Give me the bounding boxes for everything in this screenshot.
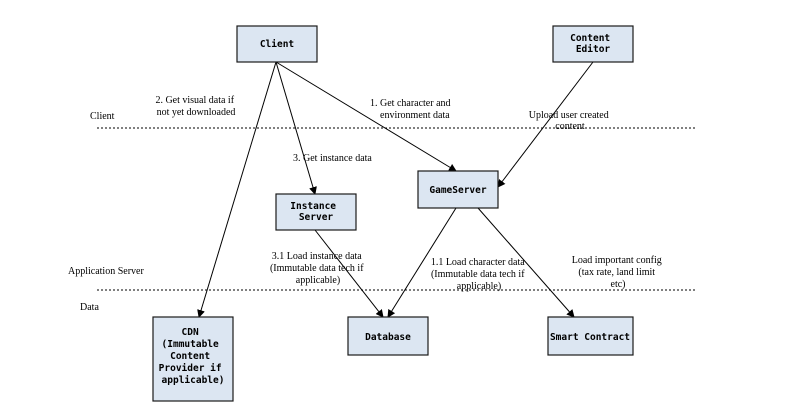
node-cdn-label-line: applicable) [162,375,225,386]
svg-text:Client: Client [260,39,294,50]
edge-game-server-to-database [387,207,457,318]
svg-text:GameServer: GameServer [429,185,486,196]
node-smart-contract-label: Smart Contract [550,332,630,343]
svg-text:Instance Server: Instance Server [290,201,342,223]
edge-label-line: Upload user created [529,110,609,121]
edge-label-get-character-data: 1. Get character and environment data [370,98,453,121]
node-instance-server: Instance Server [275,193,357,231]
zone-label-client: Client [90,111,115,122]
edge-label-line: 2. Get visual data if [155,95,234,106]
node-cdn-label-line: Provider if [159,363,222,374]
edge-label-line: content [555,121,585,132]
edge-label-line: Load important config [572,255,662,266]
edge-label-get-instance-data: 3. Get instance data [293,153,372,164]
edge-label-line: (tax rate, land limit [578,267,655,278]
node-database-label: Database [365,332,411,343]
node-cdn-label-line: Content [170,351,210,362]
node-smart-contract: Smart Contract [547,316,634,356]
edge-label-line: applicable) [296,275,340,286]
node-content-editor: Content Editor [552,25,634,63]
node-client: Client [236,25,318,63]
svg-text:Smart Contract: Smart Contract [550,332,630,343]
edge-label-line: environment data [380,110,450,121]
edge-label-load-character-data: 1.1 Load character data (Immutable data … [431,257,527,292]
node-content-editor-label-line: Content [570,33,610,44]
node-client-label: Client [260,39,294,50]
zone-label-data: Data [80,302,99,313]
node-instance-server-label-line: Instance [290,201,336,212]
edge-client-to-cdn [197,61,277,318]
zone-label-application-server: Application Server [68,266,144,277]
node-content-editor-label-line: Editor [576,44,611,55]
edge-label-line: 3. Get instance data [293,153,372,164]
edge-label-line: not yet downloaded [157,107,236,118]
node-game-server: GameServer [417,170,499,209]
node-cdn: CDN (Immutable Content Provider if appli… [152,316,234,402]
edge-label-line: applicable) [457,281,501,292]
edge-label-load-instance-data: 3.1 Load instance data (Immutable data t… [270,251,366,286]
node-instance-server-label-line: Server [299,212,334,223]
svg-text:CDN (Immutable Con: CDN (Immutable Content Provider if appli… [159,327,228,386]
edge-client-to-game-server [275,61,457,172]
edge-label-line: 1. Get character and [370,98,451,109]
node-database: Database [347,316,429,356]
edge-label-line: (Immutable data tech if [270,263,364,274]
svg-text:Database: Database [365,332,411,343]
edge-label-load-config: Load important config (tax rate, land li… [572,255,664,290]
edge-game-server-to-smart-contract [477,207,575,318]
svg-text:Content Editor: Content Editor [570,33,616,55]
edge-label-upload-user-content: Upload user created content [529,110,611,132]
edge-content-editor-to-game-server [497,61,594,188]
edge-label-line: 3.1 Load instance data [272,251,363,262]
edge-label-line: (Immutable data tech if [431,269,525,280]
edge-label-get-visual-data: 2. Get visual data if not yet downloaded [155,95,236,118]
edge-client-to-instance-server [275,61,317,195]
node-game-server-label: GameServer [429,185,486,196]
node-cdn-label-line: (Immutable [162,339,219,350]
node-cdn-label-line: CDN [182,327,199,338]
edge-label-line: 1.1 Load character data [431,257,525,268]
edge-instance-server-to-database [314,229,384,318]
edge-label-line: etc) [611,279,626,290]
